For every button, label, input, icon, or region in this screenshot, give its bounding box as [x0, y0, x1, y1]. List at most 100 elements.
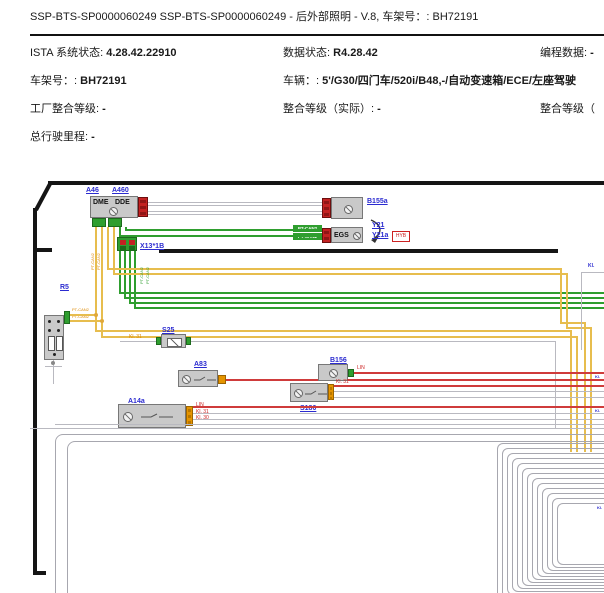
harness-rect-outer [55, 434, 604, 593]
wire-r5-stub-1 [70, 314, 96, 316]
screw-icon [344, 205, 353, 214]
wire-name-vertical-1: PT-CAN2 [90, 253, 95, 270]
link-a83[interactable]: A83 [194, 361, 207, 368]
wire-a14a-gray2 [193, 419, 604, 420]
r5-ground-bar [45, 366, 62, 367]
link-a460[interactable]: A460 [112, 187, 129, 194]
wire-s25-down [555, 341, 556, 428]
wire-name-vertical-2: PT-CAN2 [96, 253, 101, 270]
r5-box[interactable] [44, 315, 64, 360]
egs-box[interactable]: EGS [331, 227, 363, 243]
r5-wire-label-1: PT-CAN2 [72, 307, 89, 312]
wire-junction-dot [100, 319, 104, 323]
wire-yellow-v1 [95, 227, 97, 330]
a14a-lin-label: LIN [196, 402, 204, 408]
wire-green-bus-v1 [119, 251, 121, 292]
link-b156[interactable]: B156 [330, 357, 347, 364]
link-a46[interactable]: A46 [86, 187, 99, 194]
wire-bottom-long1 [30, 428, 604, 429]
egs-text: EGS [334, 232, 349, 239]
screw-icon [123, 412, 133, 422]
wire-dme-b155a-3 [148, 211, 322, 212]
spiral-wire-loop [522, 468, 604, 586]
wire-yellow-h4 [113, 273, 568, 275]
programming-data-value: - [590, 47, 594, 59]
r5-connector [64, 311, 70, 324]
wire-green-bus-v3 [129, 251, 131, 302]
wire-yellow-v4 [113, 227, 115, 273]
diagram-border-left-tick [33, 248, 52, 252]
screw-icon [294, 389, 303, 398]
b155a-connector-left [322, 198, 331, 218]
ista-system-status-value: 4.28.42.22910 [106, 47, 177, 59]
link-y21[interactable]: Y21 [372, 222, 385, 229]
nested-wire-spiral [497, 443, 604, 593]
wire-a83-red [226, 379, 604, 381]
link-a14a[interactable]: A14a [128, 398, 145, 405]
link-y21a[interactable]: Y21a [372, 232, 389, 239]
ista-system-status: ISTA 系统状态: 4.28.42.22910 [30, 44, 177, 60]
dme-connector-bottom-left [92, 218, 106, 227]
wire-dme-b155a-4 [148, 214, 322, 215]
data-status-value: R4.28.42 [333, 47, 378, 59]
vehicle-label: 车辆：: [283, 75, 320, 87]
link-b155a[interactable]: B155a [367, 198, 388, 205]
pt-can2-badge-1: PT-CAN2 [293, 225, 322, 232]
spiral-wire-loop [512, 458, 604, 592]
total-mileage: 总行驶里程: - [30, 128, 95, 144]
a14a-kl30-label: Kl. 30 [196, 415, 209, 421]
vehicle-value: 5'/G30/四门车/520i/B48,-/自动变速箱/ECE/左座驾驶 [322, 75, 576, 87]
wire-yellow-v3b [560, 268, 562, 322]
link-x13-1b[interactable]: X13*1B [140, 243, 165, 250]
link-s25[interactable]: S25 [162, 327, 175, 334]
screw-icon [109, 207, 118, 216]
integration-level-target: 整合等级（ [540, 100, 604, 116]
diagram-border-bottom-tick [33, 571, 46, 575]
integration-target-label: 整合等级（ [540, 103, 595, 115]
wire-green-bus-h3 [129, 302, 604, 304]
wire-green-v1 [119, 227, 121, 236]
spiral-wire-loop [557, 503, 604, 565]
data-status: 数据状态: R4.28.42 [283, 44, 378, 60]
wire-s25-left [120, 341, 156, 342]
s25-pin-left [156, 337, 161, 345]
x13-connector[interactable] [117, 237, 137, 251]
wire-yellow-h3 [107, 268, 562, 270]
wire-yellow-v3 [107, 227, 109, 268]
wiring-diagram[interactable]: A46 A460 DME DDE B155a PT-CAN2 PT-CAN2 [0, 170, 604, 593]
b156-box[interactable] [318, 364, 348, 381]
link-s180[interactable]: S180 [300, 405, 317, 412]
a14a-connector [186, 406, 193, 426]
wire-yellow-v4b [566, 273, 568, 327]
r5-ground-dot [51, 361, 55, 365]
right-edge-label-kl: Kl. [588, 263, 595, 269]
dme-dde-box[interactable]: DME DDE [90, 196, 138, 218]
wire-s25-right [191, 341, 555, 342]
link-r5[interactable]: R5 [60, 284, 69, 291]
a83-symbol [194, 376, 216, 381]
factory-integration-level: 工厂整合等级: - [30, 100, 106, 116]
document-title: SSP-BTS-SP0000060249 SSP-BTS-SP000006024… [30, 11, 479, 23]
dde-text: DDE [115, 199, 130, 206]
spiral-wire-loop [517, 463, 604, 589]
screw-icon [182, 375, 191, 384]
a83-box[interactable] [178, 370, 218, 387]
wire-yellow-h1 [95, 330, 572, 332]
wire-name-vertical-3: PT-CAN2 [139, 267, 144, 284]
s180-connector [328, 384, 334, 400]
wire-green-bus-h1 [119, 292, 604, 294]
wire-dme-b155a-1 [148, 202, 322, 203]
wire-bottom-long2 [55, 424, 604, 425]
factory-integration-value: - [102, 103, 106, 115]
s25-box[interactable] [161, 334, 186, 348]
wire-name-vertical-4: PT-CAN2 [145, 267, 150, 284]
wire-s180-red [334, 385, 604, 387]
header-divider [30, 34, 604, 36]
s180-box[interactable] [290, 383, 328, 402]
a83-connector [218, 375, 226, 384]
s180-kl31-label: Kl. 31 [336, 379, 349, 385]
wire-yellow-v3c [584, 322, 586, 452]
wire-s180-gray2 [334, 397, 604, 398]
b155a-box[interactable] [331, 197, 363, 219]
